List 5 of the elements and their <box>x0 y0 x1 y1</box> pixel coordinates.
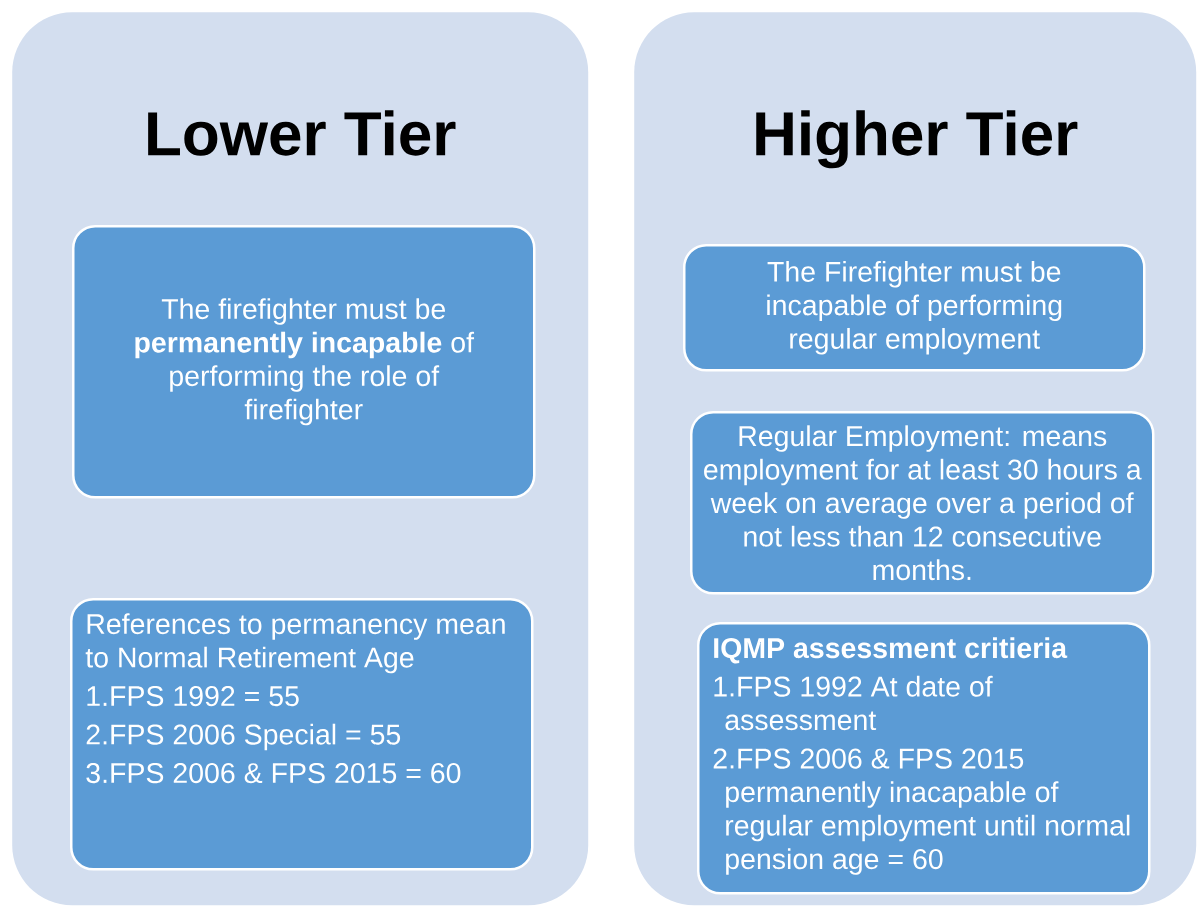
text-box: Regular Employment: means employment for at least 30 hours a week on average over a period of not less than 12 consecutive months. <box>690 411 1155 595</box>
text-box: IQMP assessment critieria 1.FPS 1992 At date of assessment 2.FPS 2006 & FPS 2015 permanently inacapable of regular employment until normal pension age = 60 <box>697 622 1151 895</box>
text-box: References to permanency mean to Normal Retirement Age 1.FPS 1992 = 55 2.FPS 2006 Special = 55 3.FPS 2006 & FPS 2015 = 60 <box>70 598 534 871</box>
text-box: The firefighter must be permanently incapable of performing the role of firefighter <box>72 225 536 499</box>
text-box: The Firefighter must be incapable of performing regular employment <box>683 244 1146 372</box>
